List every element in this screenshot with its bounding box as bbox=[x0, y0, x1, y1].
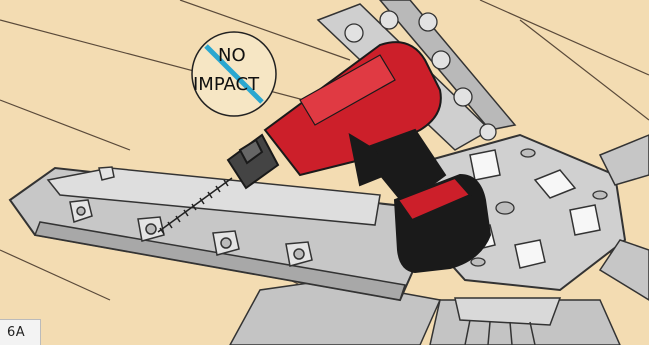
no-impact-line1: NO bbox=[218, 45, 246, 66]
left-rail bbox=[10, 167, 440, 300]
figure-label: 6A bbox=[7, 325, 25, 340]
no-impact-text: NO IMPACT bbox=[192, 32, 276, 116]
figure-label-box: 6A bbox=[0, 319, 41, 345]
no-impact-line2: IMPACT bbox=[193, 74, 259, 95]
